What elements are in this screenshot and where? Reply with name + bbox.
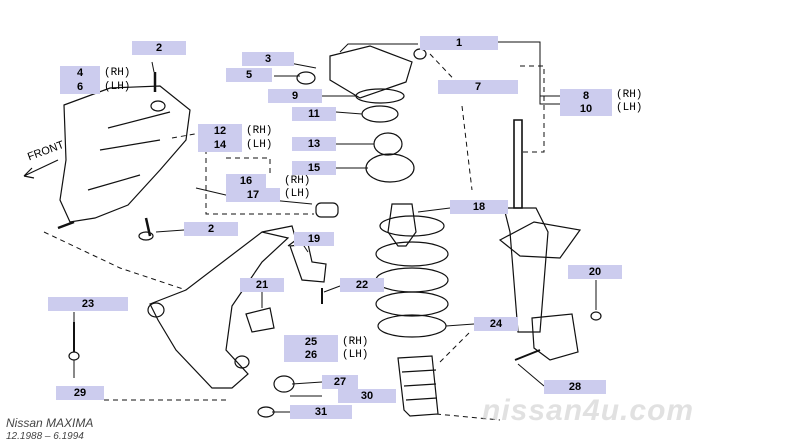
callout-28[interactable]: 28 [544,380,606,394]
callout-19[interactable]: 19 [294,232,334,246]
callout-25-side: (RH) [342,336,369,348]
callout-6-side: (LH) [104,81,131,93]
callout-9[interactable]: 9 [268,89,322,103]
watermark: nissan4u.com [482,394,695,427]
callout-11[interactable]: 11 [292,107,336,121]
callout-10-side: (LH) [616,102,643,114]
callout-22[interactable]: 22 [340,278,384,292]
callout-31[interactable]: 31 [290,405,352,419]
callout-8-side: (RH) [616,89,643,101]
callout-12-side: (RH) [246,125,273,137]
callout-16[interactable]: 16 [226,174,266,188]
callout-1[interactable]: 1 [420,36,498,50]
footer-model: Nissan MAXIMA [6,416,94,430]
footer-dates: 12.1988 – 6.1994 [6,431,84,442]
callout-2-bottom[interactable]: 2 [184,222,238,236]
callout-4[interactable]: 4 [60,66,100,80]
callout-17[interactable]: 17 [226,188,280,202]
callout-5[interactable]: 5 [226,68,272,82]
callout-26-side: (LH) [342,349,369,361]
callout-27[interactable]: 27 [322,375,358,389]
callout-17-side: (LH) [284,188,311,200]
callout-7[interactable]: 7 [438,80,518,94]
callout-14-side: (LH) [246,139,273,151]
callout-13[interactable]: 13 [292,137,336,151]
callout-20[interactable]: 20 [568,265,622,279]
callout-24[interactable]: 24 [474,317,518,331]
callout-25[interactable]: 25 [284,335,338,349]
callout-2-top[interactable]: 2 [132,41,186,55]
callout-12[interactable]: 12 [198,124,242,138]
callout-10[interactable]: 10 [560,102,612,116]
callout-6[interactable]: 6 [60,80,100,94]
callout-23[interactable]: 23 [48,297,128,311]
callout-29[interactable]: 29 [56,386,104,400]
callout-8[interactable]: 8 [560,89,612,103]
callout-30[interactable]: 30 [338,389,396,403]
callout-15[interactable]: 15 [292,161,336,175]
callout-26[interactable]: 26 [284,348,338,362]
callout-14[interactable]: 14 [198,138,242,152]
callout-4-side: (RH) [104,67,131,79]
callout-18[interactable]: 18 [450,200,508,214]
callout-3[interactable]: 3 [242,52,294,66]
callout-16-side: (RH) [284,175,311,187]
callout-21[interactable]: 21 [240,278,284,292]
